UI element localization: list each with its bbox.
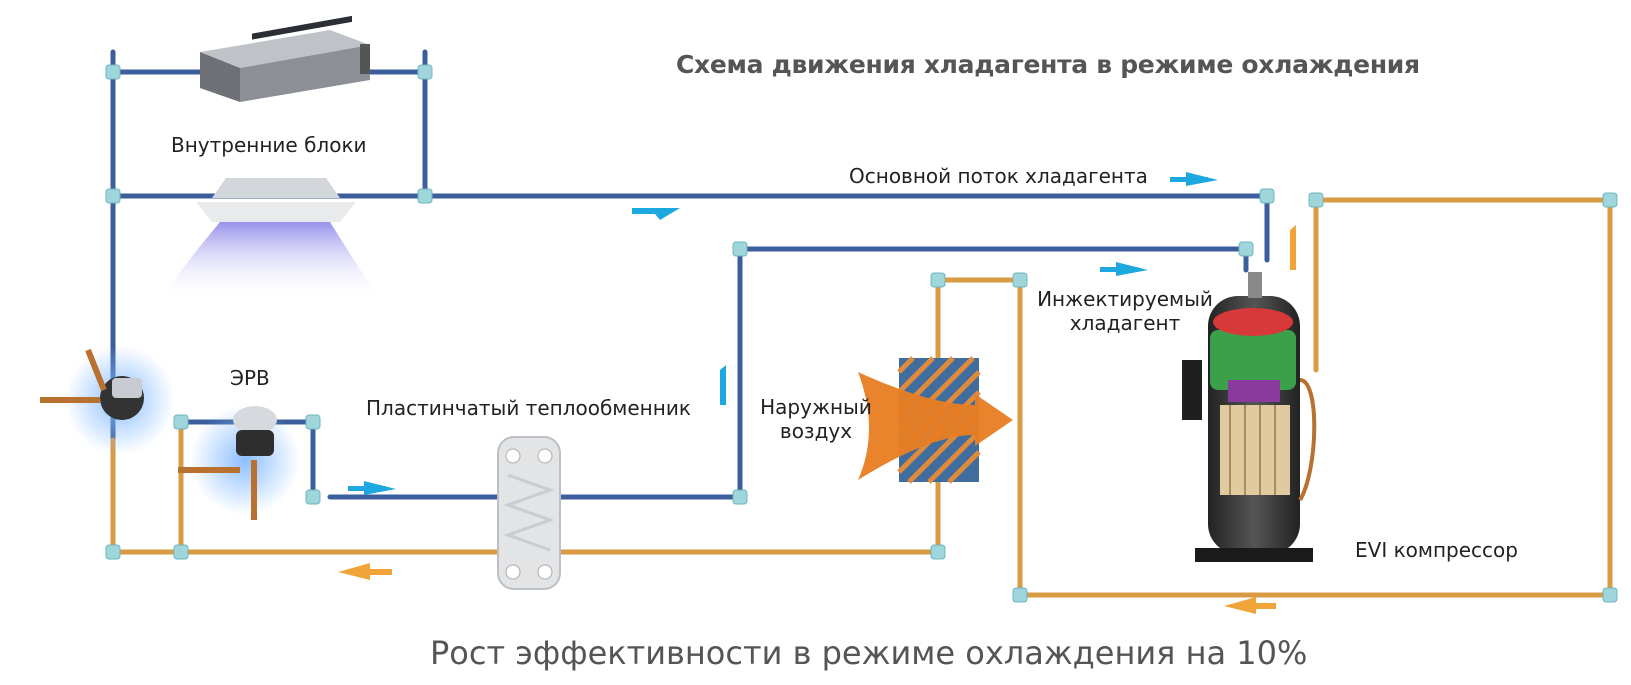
flow-arrows-blue: [348, 172, 1218, 495]
duct-indoor-unit-icon: [200, 15, 370, 102]
plate-heat-exchanger-icon: [497, 436, 561, 590]
plate-exchanger-label: Пластинчатый теплообменник: [366, 396, 691, 420]
main-flow-label: Основной поток хладагента: [849, 164, 1148, 188]
outdoor-air-arrow-icon: [858, 372, 1013, 480]
outdoor-label-line2: воздух: [779, 419, 853, 443]
cassette-indoor-unit-icon: [160, 178, 380, 300]
diagram-title: Схема движения хладагента в режиме охлаж…: [676, 50, 1420, 79]
erv-valve-icon: [178, 405, 300, 520]
evi-compressor-icon: [1182, 272, 1317, 562]
injected-refrigerant-label: Инжектируемый хладагент: [1030, 287, 1220, 335]
compressor-label: EVI компрессор: [1355, 538, 1518, 562]
outdoor-air-label: Наружный воздух: [760, 395, 872, 443]
erv-label: ЭРВ: [230, 366, 270, 390]
diagram-footer: Рост эффективности в режиме охлаждения н…: [430, 634, 1308, 672]
injected-label-line1: Инжектируемый: [1037, 287, 1213, 311]
pipe-fittings: [105, 64, 1618, 603]
injected-label-line2: хладагент: [1069, 311, 1181, 335]
indoor-units-label: Внутренние блоки: [171, 133, 367, 157]
flow-arrows-orange: [338, 225, 1296, 614]
outdoor-label-line1: Наружный: [760, 395, 872, 419]
four-way-valve-icon: [40, 345, 175, 455]
